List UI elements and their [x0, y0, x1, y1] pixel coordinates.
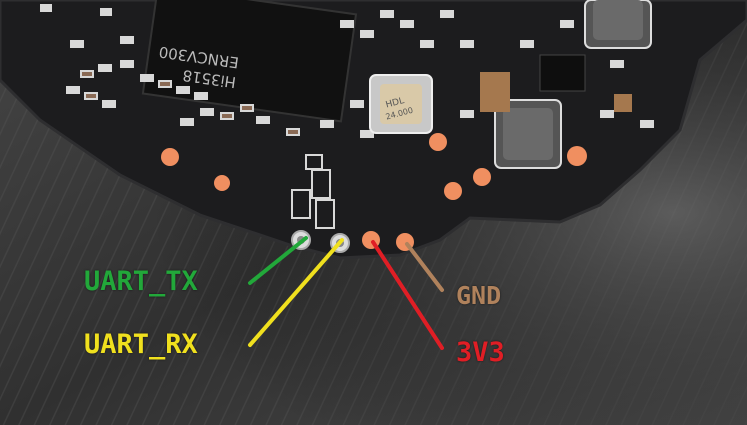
svg-text:HDL: HDL	[385, 96, 406, 111]
3v3-label: 3V3	[456, 337, 505, 368]
test-pads	[161, 133, 587, 251]
smd-center	[291, 154, 335, 229]
gnd-label: GND	[456, 281, 502, 310]
rx-pointer-line	[248, 238, 344, 347]
inductors	[494, 0, 652, 169]
tx-pointer-line	[248, 236, 308, 285]
uart-tx-label: UART_TX	[84, 266, 198, 297]
gnd-pointer-line	[405, 242, 444, 292]
3v3-pointer-line	[371, 240, 444, 350]
crystal: HDL 24.000	[369, 74, 433, 134]
smd-right	[320, 10, 654, 138]
uart-rx-label: UART_RX	[84, 329, 198, 360]
